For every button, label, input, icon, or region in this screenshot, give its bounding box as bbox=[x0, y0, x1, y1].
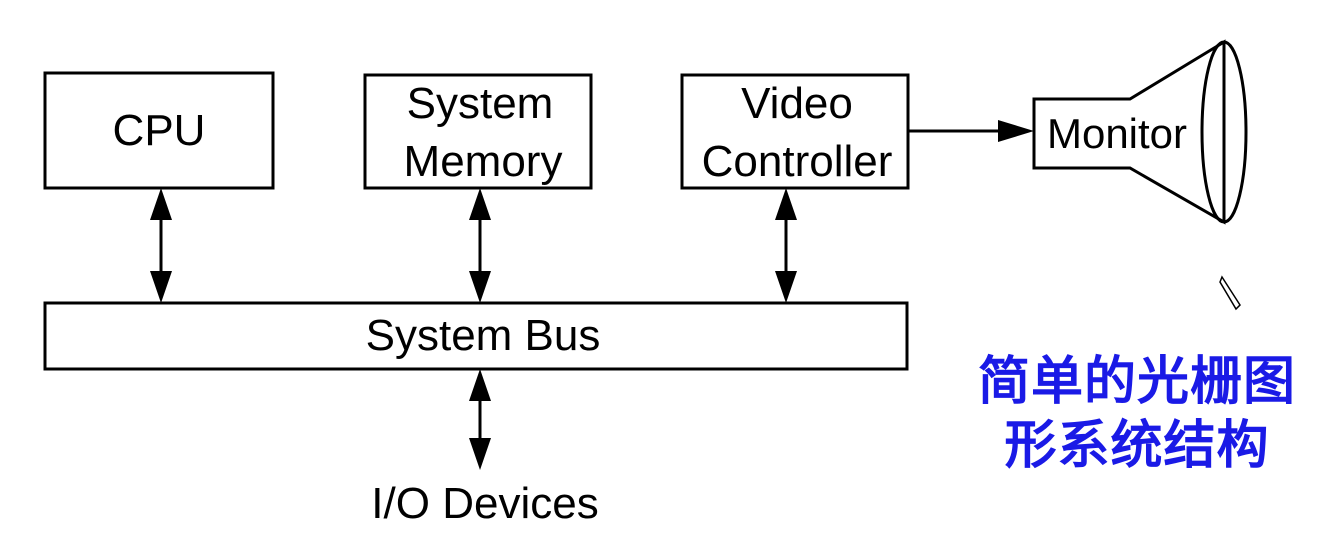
system-memory-box: System Memory bbox=[363, 73, 593, 190]
caption-line1: 简单的光栅图 bbox=[977, 351, 1296, 412]
cpu-label: CPU bbox=[113, 106, 206, 155]
monitor-icon: Monitor bbox=[1032, 39, 1248, 225]
system-bus-label: System Bus bbox=[366, 311, 601, 360]
video-controller-box: Video Controller bbox=[680, 73, 910, 190]
cpu-box: CPU bbox=[43, 71, 275, 190]
bus-io-arrow bbox=[469, 369, 491, 470]
memory-bus-arrow bbox=[469, 188, 491, 303]
system-bus-box: System Bus bbox=[43, 301, 909, 371]
video-monitor-arrow bbox=[908, 120, 1034, 142]
memory-label-line1: System bbox=[407, 79, 554, 128]
video-bus-arrow bbox=[775, 188, 797, 303]
caption-line2: 形系统结构 bbox=[1004, 415, 1270, 476]
cpu-bus-arrow bbox=[150, 188, 172, 303]
video-label-line1: Video bbox=[741, 79, 853, 128]
memory-label-line2: Memory bbox=[404, 137, 563, 186]
pencil-cursor-icon bbox=[1219, 275, 1241, 311]
chinese-caption: 简单的光栅图 形系统结构 bbox=[967, 350, 1307, 478]
video-label-line2: Controller bbox=[702, 137, 893, 186]
io-devices-label: I/O Devices bbox=[371, 479, 598, 528]
monitor-label: Monitor bbox=[1047, 110, 1187, 157]
